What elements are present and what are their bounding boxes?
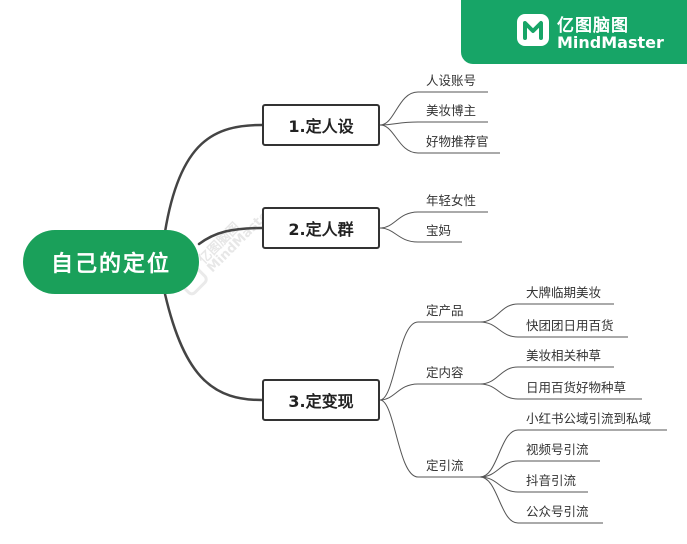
connector-b3-sub-1 <box>379 321 419 401</box>
connector-central-to-branch-3 <box>163 292 264 402</box>
connector-content-1 <box>479 366 519 385</box>
subtopic-product-recommender[interactable]: 好物推荐官 <box>426 134 489 149</box>
leaf-traffic-1[interactable]: 小红书公域引流到私域 <box>526 411 652 426</box>
connector-content-2 <box>479 383 519 400</box>
main-topic-2[interactable]: 2.定人群 <box>262 207 380 249</box>
subtopic-define-traffic[interactable]: 定引流 <box>426 458 464 473</box>
connector-central-to-branch-1 <box>163 123 264 234</box>
connector-traffic-1 <box>479 429 519 478</box>
connector-traffic-2 <box>479 460 519 478</box>
subtopic-beauty-blogger[interactable]: 美妆博主 <box>426 103 477 118</box>
mindmaster-logo-icon <box>517 14 549 46</box>
connector-b1-leaf-1 <box>379 91 419 126</box>
connector-product-2 <box>479 321 519 338</box>
leaf-product-1[interactable]: 大牌临期美妆 <box>526 285 602 300</box>
subtopic-young-women[interactable]: 年轻女性 <box>426 193 477 208</box>
brand-name-en: MindMaster <box>557 33 664 52</box>
leaf-traffic-3[interactable]: 抖音引流 <box>526 473 577 488</box>
connector-b1-leaf-3 <box>379 124 419 154</box>
main-topic-3[interactable]: 3.定变现 <box>262 379 380 421</box>
connector-traffic-4 <box>479 476 519 524</box>
subtopic-define-content[interactable]: 定内容 <box>426 365 464 380</box>
central-topic[interactable]: 自己的定位 <box>23 230 199 294</box>
connector-b2-leaf-1 <box>379 211 419 229</box>
leaf-product-2[interactable]: 快团团日用百货 <box>526 318 614 333</box>
connector-b2-leaf-2 <box>379 227 419 243</box>
connector-b3-sub-3 <box>379 399 419 478</box>
subtopic-define-product[interactable]: 定产品 <box>426 303 464 318</box>
leaf-content-2[interactable]: 日用百货好物种草 <box>526 380 627 395</box>
subtopic-persona-account[interactable]: 人设账号 <box>426 73 477 88</box>
subtopic-moms[interactable]: 宝妈 <box>426 223 452 238</box>
leaf-content-1[interactable]: 美妆相关种草 <box>526 348 602 363</box>
connector-b1-leaf-2 <box>379 121 419 126</box>
leaf-traffic-4[interactable]: 公众号引流 <box>526 504 589 519</box>
brand-badge: 亿图脑图 MindMaster <box>461 0 687 64</box>
connector-product-1 <box>479 303 519 323</box>
connector-central-to-branch-2 <box>197 226 264 246</box>
main-topic-1[interactable]: 1.定人设 <box>262 104 380 146</box>
connector-b3-sub-2 <box>379 383 419 401</box>
leaf-traffic-2[interactable]: 视频号引流 <box>526 442 589 457</box>
brand-name-cn: 亿图脑图 <box>557 16 629 36</box>
